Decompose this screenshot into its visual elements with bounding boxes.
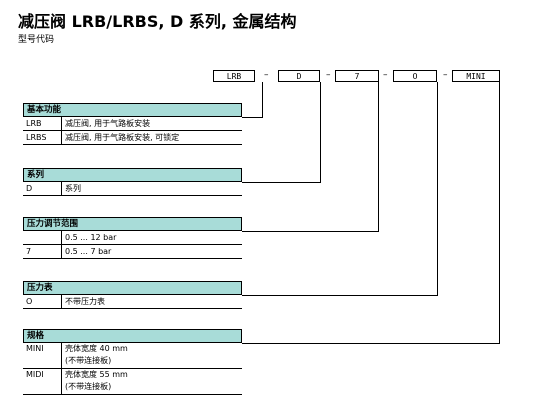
row-desc: 减压阀, 用于气路板安装 [65,119,151,128]
section-pressure-range: 压力调节范围 0.5 ... 12 bar 7 0.5 ... 7 bar [23,217,242,259]
row-desc: 不带压力表 [65,297,105,306]
section-size: 规格 MINI 壳体宽度 40 mm (不带连接板) MIDI 壳体宽度 55 … [23,329,242,395]
connector-line [242,343,500,344]
section-header: 规格 [23,329,242,343]
connector-line [262,82,263,118]
section-header: 系列 [23,168,242,182]
section-series: 系列 D 系列 [23,168,242,196]
row-code: LRBS [23,131,62,144]
row-desc: 系列 [65,184,81,193]
row-desc: 0.5 ... 7 bar [65,247,112,256]
code-box-gauge: O [393,70,437,82]
code-dash: – [443,70,448,80]
connector-line [437,82,438,296]
table-row: LRB 减压阀, 用于气路板安装 [23,117,242,131]
table-row: 0.5 ... 12 bar [23,231,242,245]
table-row: LRBS 减压阀, 用于气路板安装, 可锁定 [23,131,242,145]
code-box-size: MINI [452,70,500,82]
row-desc: 壳体宽度 55 mm (不带连接板) [62,369,242,394]
section-header: 压力表 [23,281,242,295]
row-code: D [23,182,62,195]
row-code: LRB [23,117,62,130]
section-header: 基本功能 [23,103,242,117]
connector-line [242,295,438,296]
connector-line [242,117,263,118]
code-box-series: D [278,70,320,82]
row-desc: 减压阀, 用于气路板安装, 可锁定 [65,133,180,142]
row-code [23,231,62,244]
connector-line [378,82,379,232]
section-header: 压力调节范围 [23,217,242,231]
code-box-pressure-range: 7 [335,70,379,82]
table-row: MINI 壳体宽度 40 mm (不带连接板) [23,343,242,369]
table-row: D 系列 [23,182,242,196]
connector-line [242,231,379,232]
row-desc: 壳体宽度 40 mm (不带连接板) [62,343,242,368]
row-desc-line: 壳体宽度 55 mm [65,370,128,379]
row-code: MINI [23,343,62,368]
table-row: MIDI 壳体宽度 55 mm (不带连接板) [23,369,242,395]
page-title: 减压阀 LRB/LRBS, D 系列, 金属结构 [18,12,297,31]
row-code: MIDI [23,369,62,394]
code-dash: – [264,70,269,80]
connector-line [320,82,321,183]
code-box-function: LRB [213,70,255,82]
page-subtitle: 型号代码 [18,35,55,45]
row-desc-line: (不带连接板) [65,382,112,391]
row-code: O [23,295,62,308]
row-desc: 0.5 ... 12 bar [65,233,117,242]
section-pressure-gauge: 压力表 O 不带压力表 [23,281,242,309]
section-basic-function: 基本功能 LRB 减压阀, 用于气路板安装 LRBS 减压阀, 用于气路板安装,… [23,103,242,145]
connector-line [499,82,500,344]
row-desc-line: (不带连接板) [65,356,112,365]
row-code: 7 [23,245,62,258]
row-desc-line: 壳体宽度 40 mm [65,344,128,353]
table-row: O 不带压力表 [23,295,242,309]
code-dash: – [383,70,388,80]
table-row: 7 0.5 ... 7 bar [23,245,242,259]
code-dash: – [326,70,331,80]
connector-line [242,182,321,183]
